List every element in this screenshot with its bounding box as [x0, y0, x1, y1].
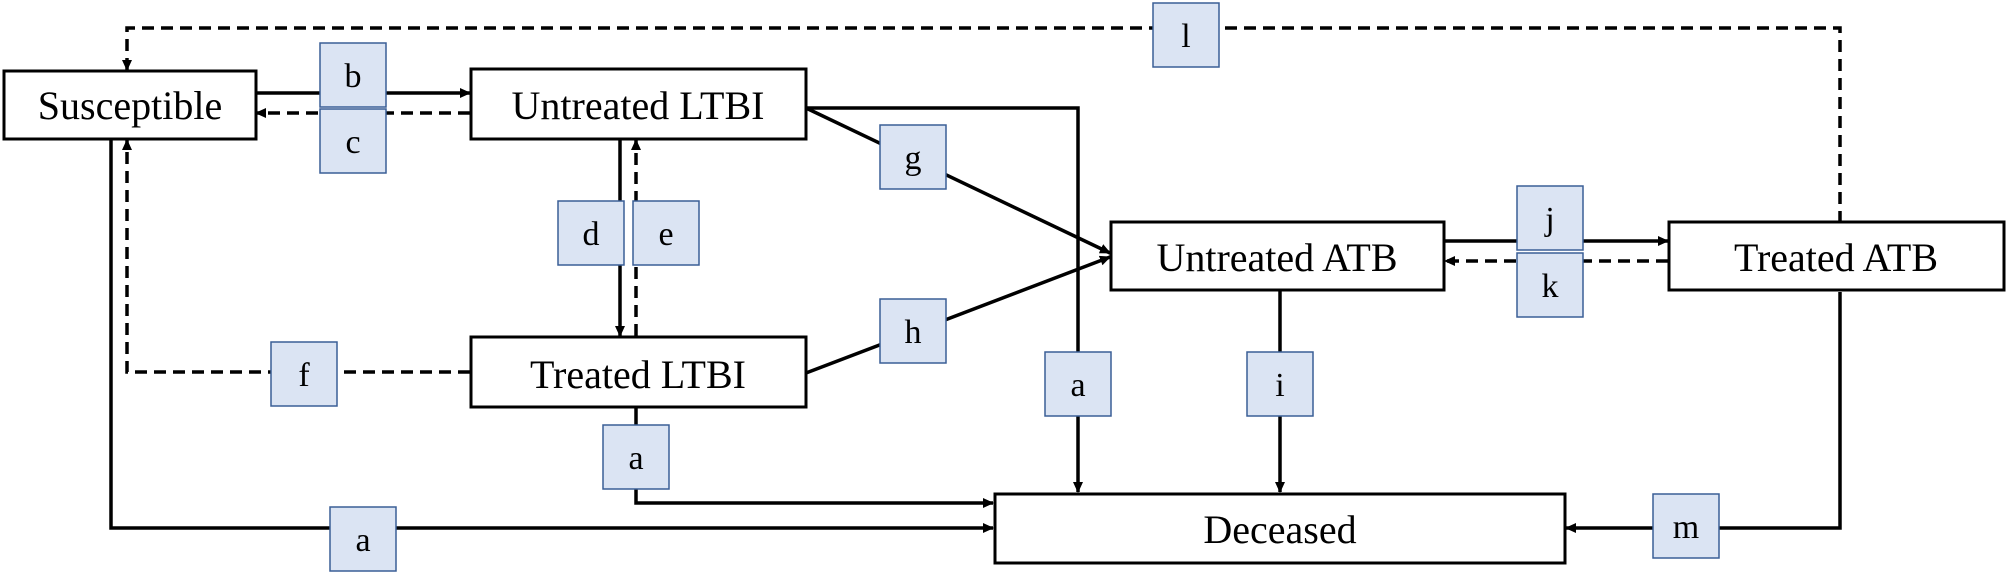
- state-label-susceptible: Susceptible: [38, 83, 222, 128]
- state-label-untreated-atb: Untreated ATB: [1156, 235, 1397, 280]
- rate-box-k: k: [1516, 252, 1584, 318]
- rate-box-i: i: [1246, 351, 1314, 417]
- rate-box-h: h: [879, 298, 947, 364]
- state-susceptible: Susceptible: [2, 69, 258, 141]
- rate-label-c: c: [345, 124, 360, 161]
- state-label-treated-ltbi: Treated LTBI: [530, 352, 746, 397]
- rate-label-a-treated-ltbi: a: [628, 440, 643, 477]
- rate-box-j: j: [1516, 185, 1584, 251]
- rate-label-f: f: [298, 357, 310, 394]
- arrow-f: [122, 139, 470, 374]
- rate-box-m: m: [1652, 493, 1720, 559]
- rate-label-g: g: [905, 140, 922, 177]
- rate-label-a-susceptible: a: [355, 522, 370, 559]
- rate-box-g: g: [879, 124, 947, 190]
- arrow-g: [805, 106, 1111, 255]
- arrow-h: [805, 255, 1111, 375]
- rate-box-d: d: [557, 200, 625, 266]
- rate-label-d: d: [583, 216, 600, 253]
- state-label-deceased: Deceased: [1203, 507, 1356, 552]
- rate-label-b: b: [345, 58, 362, 95]
- rate-label-a-untreated-ltbi: a: [1070, 367, 1085, 404]
- rate-label-j: j: [1544, 201, 1554, 238]
- state-treated-ltbi: Treated LTBI: [469, 335, 808, 409]
- rate-label-e: e: [658, 216, 673, 253]
- rate-label-h: h: [905, 314, 922, 351]
- arrow-m: [1565, 292, 1842, 533]
- rate-box-e: e: [632, 200, 700, 266]
- rate-label-k: k: [1542, 268, 1559, 305]
- rate-box-l: l: [1152, 2, 1220, 68]
- arrow-a-treated-ltbi: [634, 408, 994, 508]
- state-untreated-ltbi: Untreated LTBI: [469, 67, 808, 141]
- state-label-treated-atb: Treated ATB: [1734, 235, 1938, 280]
- rate-box-c: c: [319, 108, 387, 174]
- rate-box-f: f: [270, 341, 338, 407]
- state-treated-atb: Treated ATB: [1667, 220, 2006, 292]
- arrow-l: [122, 26, 1842, 223]
- rate-label-m: m: [1673, 509, 1699, 546]
- rate-box-a-untreated-ltbi: a: [1044, 351, 1112, 417]
- rate-label-l: l: [1181, 18, 1190, 55]
- rate-label-i: i: [1275, 367, 1284, 404]
- rate-box-a-susceptible: a: [329, 506, 397, 572]
- state-untreated-atb: Untreated ATB: [1109, 220, 1446, 292]
- state-label-untreated-ltbi: Untreated LTBI: [512, 83, 765, 128]
- arrow-a-susceptible: [109, 140, 994, 533]
- rate-box-b: b: [319, 42, 387, 108]
- rate-box-a-treated-ltbi: a: [602, 424, 670, 490]
- state-deceased: Deceased: [993, 492, 1567, 565]
